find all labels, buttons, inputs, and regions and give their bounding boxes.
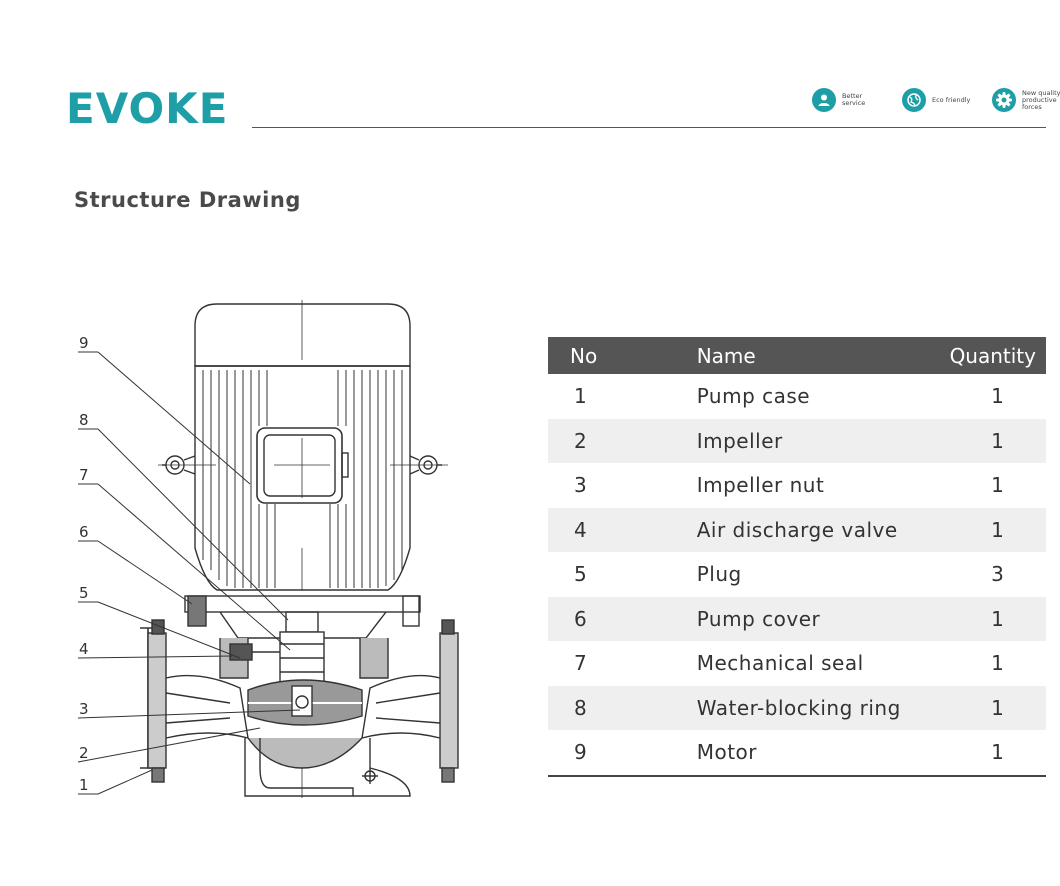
callout-8: 8 (79, 411, 89, 429)
row-quantity: 1 (949, 685, 1046, 730)
callout-7: 7 (79, 466, 89, 484)
motor-flange (184, 595, 421, 639)
centre-lines (158, 300, 448, 798)
row-name: Pump case (696, 384, 811, 409)
badge-new-quality: New quality productive forces (992, 88, 1060, 112)
callout-6: 6 (79, 523, 89, 541)
badge-label: Better service (842, 92, 866, 107)
callout-2: 2 (79, 744, 89, 762)
row-no: 8 (548, 685, 697, 730)
feature-badges: Better service Eco friendly New qu (812, 88, 1060, 112)
callout-9: 9 (79, 334, 89, 352)
row-no: 2 (548, 418, 697, 463)
callout-4: 4 (79, 640, 89, 658)
table-row: 1 Pump case 1 (548, 374, 1046, 419)
parts-table: No Name Quantity 1 Pump case 1 2 Impelle… (548, 337, 1046, 777)
header-quantity: Quantity (949, 337, 1046, 374)
impeller (247, 679, 363, 726)
row-name: Mechanical seal (696, 651, 864, 676)
row-quantity: 1 (949, 418, 1046, 463)
row-no: 1 (574, 384, 588, 409)
row-quantity: 1 (991, 651, 1005, 676)
person-service-icon (812, 88, 836, 112)
row-name: Water-blocking ring (696, 685, 950, 730)
row-no: 9 (548, 730, 697, 777)
row-name: Pump cover (696, 596, 950, 641)
section-title: Structure Drawing (74, 188, 301, 212)
row-name: Impeller nut (696, 473, 825, 498)
header-name: Name (696, 337, 950, 374)
brand-logo: EVOKE (66, 84, 229, 133)
row-name: Plug (696, 562, 742, 587)
pump-cover (219, 631, 389, 687)
row-quantity: 1 (991, 473, 1005, 498)
row-no: 4 (548, 507, 697, 552)
row-quantity: 3 (991, 562, 1005, 587)
header-divider (252, 127, 1046, 128)
callout-3: 3 (79, 700, 89, 718)
row-no: 3 (574, 473, 588, 498)
table-row: 3 Impeller nut 1 (548, 463, 1046, 508)
table-row: 8 Water-blocking ring 1 (548, 685, 1046, 730)
motor-fan-cover (194, 303, 411, 367)
badge-label: Eco friendly (932, 95, 971, 104)
pump-case (140, 619, 459, 797)
leader-lines (77, 351, 301, 795)
row-no: 5 (574, 562, 588, 587)
callout-5: 5 (79, 584, 89, 602)
table-row: 7 Mechanical seal 1 (548, 641, 1046, 686)
row-no: 7 (574, 651, 588, 676)
row-no: 6 (548, 596, 697, 641)
callout-1: 1 (79, 776, 89, 794)
gear-icon (992, 88, 1016, 112)
row-name: Air discharge valve (696, 507, 950, 552)
table-row: 6 Pump cover 1 (548, 596, 1046, 641)
header-no: No (548, 337, 697, 374)
table-header-row: No Name Quantity (548, 337, 1046, 374)
row-quantity: 1 (949, 730, 1046, 777)
table-row: 9 Motor 1 (548, 730, 1046, 777)
row-name: Motor (696, 730, 950, 777)
badge-eco-friendly: Eco friendly (902, 88, 976, 112)
table-row: 4 Air discharge valve 1 (548, 507, 1046, 552)
row-quantity: 1 (949, 507, 1046, 552)
table-row: 5 Plug 3 (548, 552, 1046, 597)
badge-better-service: Better service (812, 88, 886, 112)
row-quantity: 1 (949, 596, 1046, 641)
row-quantity: 1 (991, 384, 1005, 409)
table-row: 2 Impeller 1 (548, 418, 1046, 463)
row-name: Impeller (696, 418, 950, 463)
badge-label: New quality productive forces (1022, 88, 1060, 111)
pump-structure-drawing: 9 8 7 6 5 4 3 2 1 (77, 300, 459, 798)
motor-body (162, 365, 442, 591)
globe-eco-icon (902, 88, 926, 112)
